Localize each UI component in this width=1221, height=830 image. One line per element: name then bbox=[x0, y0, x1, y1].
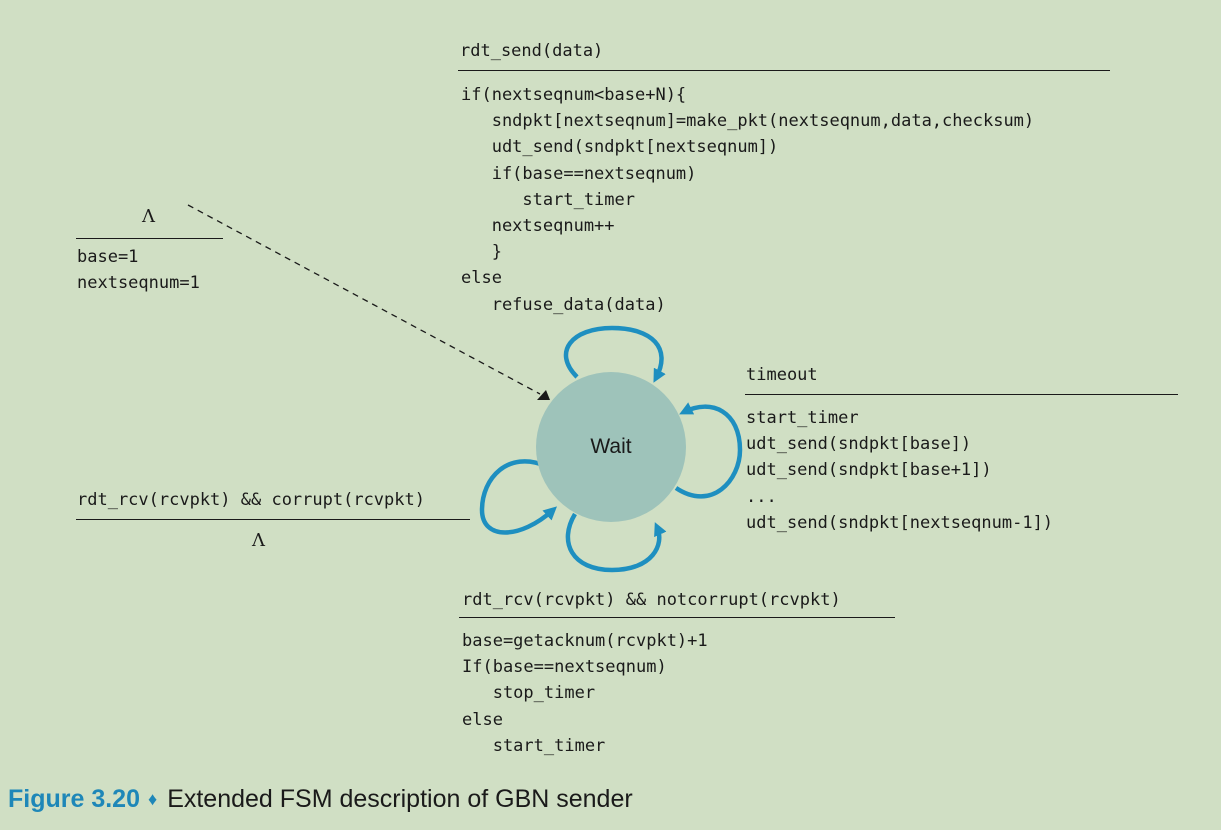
initial-transition-rule bbox=[76, 238, 223, 239]
rdt-send-rule bbox=[458, 70, 1110, 71]
notcorrupt-event: rdt_rcv(rcvpkt) && notcorrupt(rcvpkt) bbox=[462, 590, 841, 610]
self-loop-notcorrupt bbox=[565, 512, 667, 573]
wait-state: Wait bbox=[536, 372, 686, 522]
state-label: Wait bbox=[590, 435, 632, 458]
self-loop-rdt-send bbox=[563, 325, 666, 383]
self-loop-timeout bbox=[674, 402, 743, 499]
self-loop-corrupt bbox=[479, 459, 557, 535]
caption-text: Extended FSM description of GBN sender bbox=[167, 785, 633, 813]
initial-arrowhead bbox=[537, 390, 550, 400]
figure-caption: Figure 3.20 ♦ Extended FSM description of … bbox=[8, 785, 633, 814]
corrupt-rule bbox=[76, 519, 470, 520]
corrupt-action-lambda: Λ bbox=[252, 530, 265, 551]
initial-actions: base=1 nextseqnum=1 bbox=[77, 247, 200, 294]
figure-number: Figure 3.20 bbox=[8, 785, 140, 813]
rdt-send-actions: if(nextseqnum<base+N){ sndpkt[nextseqnum… bbox=[461, 85, 1035, 315]
corrupt-event: rdt_rcv(rcvpkt) && corrupt(rcvpkt) bbox=[77, 490, 425, 510]
notcorrupt-rule bbox=[459, 617, 895, 618]
initial-event-lambda: Λ bbox=[142, 206, 155, 227]
timeout-rule bbox=[745, 394, 1178, 395]
timeout-event: timeout bbox=[746, 365, 818, 385]
diamond-icon: ♦ bbox=[148, 789, 158, 809]
timeout-actions: start_timer udt_send(sndpkt[base]) udt_s… bbox=[746, 408, 1054, 533]
rdt-send-event: rdt_send(data) bbox=[460, 41, 604, 61]
initial-transition-arrow bbox=[187, 204, 541, 395]
notcorrupt-actions: base=getacknum(rcvpkt)+1 If(base==nextse… bbox=[462, 631, 708, 756]
